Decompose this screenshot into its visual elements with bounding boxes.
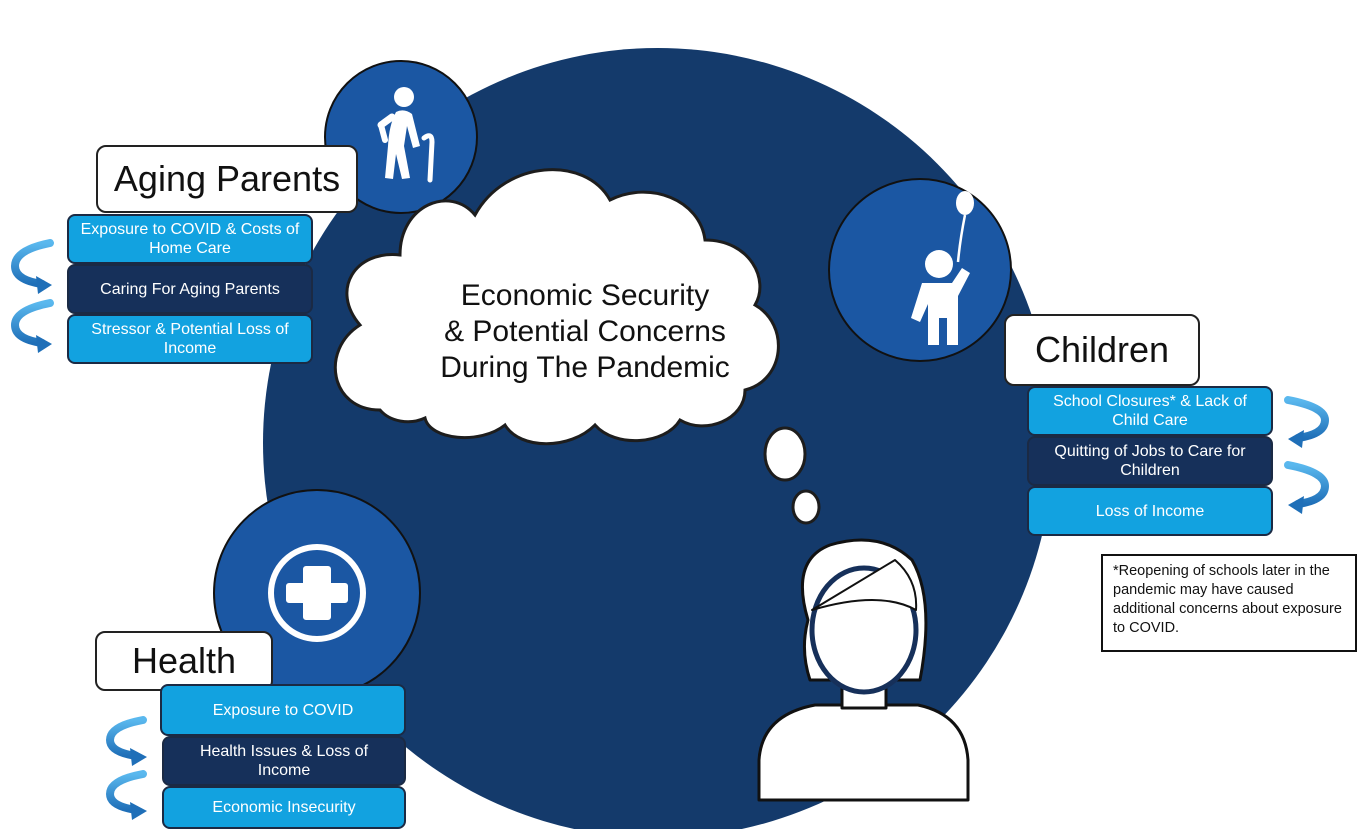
elderly-person-with-cane-icon <box>377 87 435 183</box>
aging-parents-step-3: Stressor & Potential Loss of Income <box>67 314 313 364</box>
aging-parents-arrow-2 <box>10 299 54 353</box>
children-step-3: Loss of Income <box>1027 486 1273 536</box>
children-title: Children <box>1004 314 1200 386</box>
aging-parents-step-1: Exposure to COVID & Costs of Home Care <box>67 214 313 264</box>
health-step-2: Health Issues & Loss of Income <box>162 736 406 786</box>
children-arrow-2 <box>1284 461 1330 514</box>
children-icon-circle <box>828 178 1012 362</box>
children-step-1: School Closures* & Lack of Child Care <box>1027 386 1273 436</box>
aging-parents-title: Aging Parents <box>96 145 358 213</box>
health-step-3: Economic Insecurity <box>162 786 406 829</box>
aging-parents-arrow-1 <box>10 239 54 294</box>
aging-parents-step-2: Caring For Aging Parents <box>67 264 313 314</box>
central-topic-line-2: & Potential Concerns <box>444 315 726 348</box>
woman-icon <box>757 538 970 802</box>
thought-cloud <box>333 168 821 525</box>
central-topic-line-1: Economic Security <box>460 279 710 312</box>
health-arrow-1 <box>105 716 147 766</box>
health-arrow-2 <box>105 770 147 820</box>
health-title: Health <box>95 631 273 691</box>
footnote: *Reopening of schools later in the pande… <box>1101 554 1357 652</box>
medical-cross-icon <box>268 544 366 642</box>
children-step-2: Quitting of Jobs to Care for Children <box>1027 436 1273 486</box>
child-with-balloon-icon <box>911 191 974 345</box>
central-topic: Economic Security & Potential Concerns D… <box>400 278 770 386</box>
health-step-1: Exposure to COVID <box>160 684 406 736</box>
central-topic-line-3: During The Pandemic <box>440 351 730 384</box>
children-arrow-1 <box>1284 396 1330 448</box>
